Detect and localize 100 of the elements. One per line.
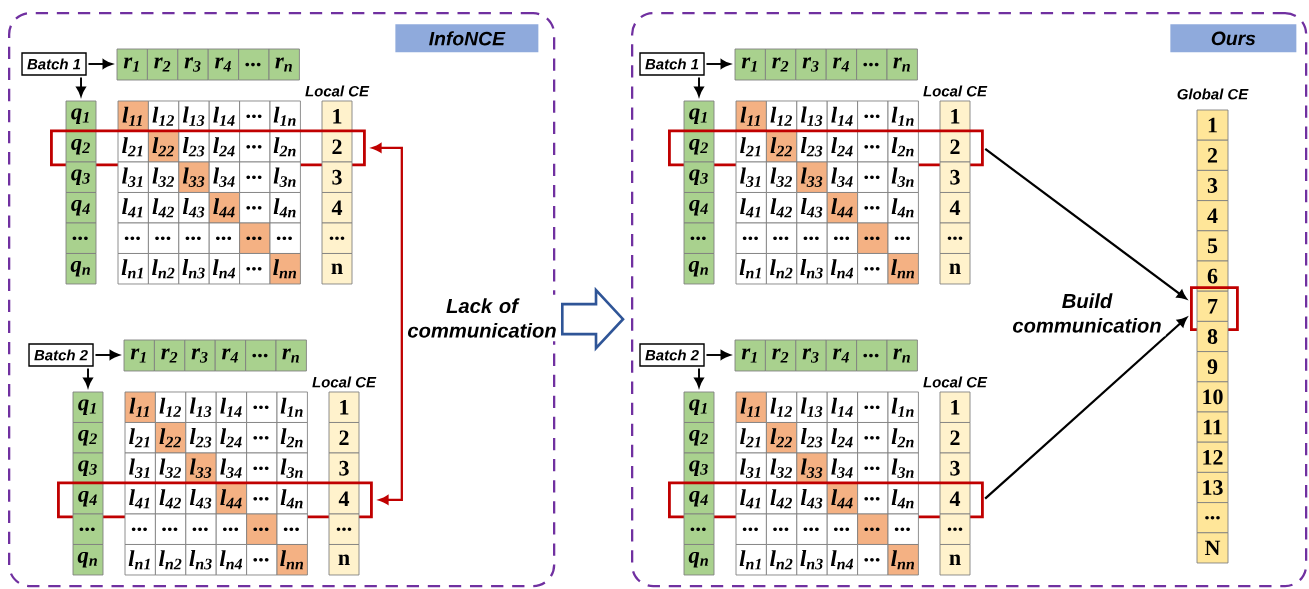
table-cell: q$_{n}$: [65, 253, 97, 285]
table-cell: l$_{33}$: [796, 452, 828, 484]
table-cell: l$_{11}$: [117, 100, 149, 132]
table-cell: ...: [826, 222, 859, 254]
table-cell: l$_{33}$: [178, 161, 210, 193]
table-cell: l$_{34}$: [215, 452, 248, 484]
table-cell: l$_{n3}$: [178, 253, 210, 285]
table-cell: l$_{22}$: [765, 422, 798, 454]
table-cell: ...: [735, 513, 767, 545]
table-cell: 2: [328, 422, 360, 454]
dashed-panel: [8, 12, 556, 588]
table-cell: l$_{44}$: [208, 192, 241, 224]
table-cell: l$_{14}$: [826, 100, 859, 132]
table-cell: l$_{43}$: [178, 192, 210, 224]
arrow: [705, 59, 731, 69]
column-heading: Local CE: [312, 376, 377, 388]
table-cell: 1: [328, 391, 360, 423]
table-cell: l$_{32}$: [147, 161, 180, 193]
table-cell: ...: [246, 544, 278, 576]
table-cell: r$_{1}$: [123, 339, 155, 372]
table-cell: l$_{1n}$: [887, 391, 919, 423]
arrow: [87, 59, 113, 69]
table-cell: ...: [321, 222, 353, 254]
table-cell: n: [939, 544, 971, 576]
table-cell: l$_{n1}$: [735, 544, 767, 576]
table-cell: 2: [939, 422, 971, 454]
table-cell: l$_{nn}$: [887, 544, 919, 576]
table-cell: l$_{34}$: [826, 161, 859, 193]
table-cell: 1: [939, 100, 971, 132]
table-cell: r$_{2}$: [764, 48, 797, 81]
column-heading: Global CE: [1177, 88, 1249, 100]
table-cell: N: [1196, 532, 1229, 564]
table-cell: r$_{n}$: [268, 48, 300, 81]
table-cell: 3: [1196, 169, 1229, 202]
table-cell: l$_{42}$: [147, 192, 180, 224]
table-cell: ...: [239, 161, 271, 193]
table-cell: q$_{3}$: [72, 452, 104, 484]
table-cell: 8: [1196, 320, 1229, 353]
arrow: [984, 317, 1187, 500]
table-cell: ...: [683, 513, 715, 545]
table-cell: ...: [857, 391, 889, 423]
table-cell: l$_{43}$: [796, 192, 828, 224]
table-cell: 4: [939, 192, 971, 224]
title-band: InfoNCE: [395, 24, 539, 53]
table-cell: 1: [939, 391, 971, 423]
table-cell: 13: [1196, 471, 1229, 504]
table-cell: ...: [939, 222, 971, 254]
table-cell: ...: [239, 222, 271, 254]
table-cell: l$_{31}$: [124, 452, 156, 484]
table-cell: l$_{n1}$: [124, 544, 156, 576]
table-cell: 3: [321, 161, 353, 193]
table-cell: l$_{14}$: [826, 391, 859, 423]
table-cell: n: [939, 253, 971, 285]
arrow: [372, 143, 403, 505]
table-cell: 1: [321, 100, 353, 132]
table-cell: 4: [321, 192, 353, 224]
table-cell: r$_{4}$: [825, 48, 858, 81]
table-cell: ...: [887, 222, 919, 254]
table-cell: l$_{32}$: [154, 452, 187, 484]
table-cell: l$_{11}$: [735, 391, 767, 423]
table-cell: r$_{2}$: [146, 48, 179, 81]
table-cell: l$_{22}$: [154, 422, 187, 454]
batch-box: Batch 1: [21, 52, 87, 76]
block-arrow: [560, 286, 625, 352]
table-cell: ...: [857, 422, 889, 454]
table-cell: l$_{n4}$: [826, 544, 859, 576]
table-cell: q$_{2}$: [72, 422, 104, 454]
table-cell: l$_{n2}$: [154, 544, 187, 576]
table-cell: l$_{34}$: [826, 452, 859, 484]
table-cell: l$_{n1}$: [117, 253, 149, 285]
table-cell: l$_{12}$: [765, 391, 798, 423]
table-cell: l$_{3n}$: [276, 452, 308, 484]
table-cell: ...: [124, 513, 156, 545]
column-heading: Local CE: [923, 85, 988, 97]
table-cell: l$_{23}$: [796, 422, 828, 454]
table-cell: l$_{n4}$: [215, 544, 248, 576]
table-cell: r$_{3}$: [795, 339, 827, 372]
table-cell: l$_{13}$: [178, 100, 210, 132]
table-cell: l$_{nn}$: [269, 253, 301, 285]
table-cell: q$_{1}$: [65, 100, 97, 132]
table-cell: q$_{1}$: [72, 391, 104, 423]
table-cell: 3: [939, 161, 971, 193]
table-cell: l$_{n1}$: [735, 253, 767, 285]
table-cell: l$_{44}$: [826, 192, 859, 224]
table-cell: ...: [796, 513, 828, 545]
table-cell: l$_{41}$: [735, 192, 767, 224]
table-cell: r$_{1}$: [734, 48, 766, 81]
table-cell: l$_{12}$: [154, 391, 187, 423]
table-cell: ...: [246, 513, 278, 545]
column-heading: Local CE: [923, 376, 988, 388]
table-cell: ...: [796, 222, 828, 254]
table-cell: 7: [1196, 290, 1229, 322]
table-cell: l$_{33}$: [185, 452, 217, 484]
table-cell: l$_{4n}$: [269, 192, 301, 224]
column-heading: Local CE: [305, 85, 370, 97]
table-cell: ...: [245, 339, 277, 372]
batch-box: Batch 2: [28, 343, 94, 367]
table-cell: l$_{n2}$: [147, 253, 180, 285]
table-cell: ...: [328, 513, 360, 545]
table-cell: ...: [939, 513, 971, 545]
